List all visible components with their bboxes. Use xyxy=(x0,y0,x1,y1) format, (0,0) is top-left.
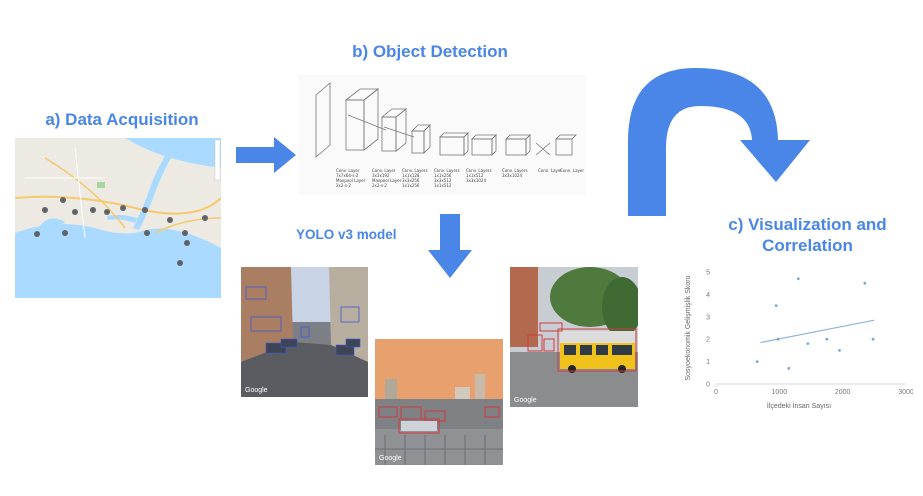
svg-text:Conv. Layers: Conv. Layers xyxy=(402,168,428,173)
x-axis-label: İlçedeki İnsan Sayısı xyxy=(767,401,831,410)
data-point xyxy=(806,342,810,346)
svg-text:Conn. Layer: Conn. Layer xyxy=(538,168,562,173)
svg-text:3x3x192: 3x3x192 xyxy=(372,173,390,178)
x-tick-label: 2000 xyxy=(835,389,851,396)
data-point xyxy=(863,281,867,285)
street-photo-3-graphic xyxy=(510,267,638,407)
step-c-title-line1: c) Visualization and xyxy=(728,215,887,234)
data-point xyxy=(825,337,829,341)
y-tick-label: 3 xyxy=(706,314,710,321)
x-tick-label: 0 xyxy=(714,389,718,396)
yolo-model-label: YOLO v3 model xyxy=(296,227,397,242)
google-watermark: Google xyxy=(514,397,537,404)
svg-text:Conv. Layer: Conv. Layer xyxy=(372,168,396,173)
y-tick-label: 1 xyxy=(706,359,710,366)
svg-text:1x1x256: 1x1x256 xyxy=(434,173,452,178)
svg-text:3x3x256: 3x3x256 xyxy=(402,178,420,183)
street-photo-1: Google xyxy=(241,267,368,397)
google-watermark: Google xyxy=(245,387,268,394)
svg-text:Conn. Layer: Conn. Layer xyxy=(560,168,584,173)
down-arrow-icon xyxy=(428,214,472,278)
svg-text:Conv. Layers: Conv. Layers xyxy=(502,168,528,173)
svg-text:7x7x64-s-2: 7x7x64-s-2 xyxy=(336,173,359,178)
google-watermark: Google xyxy=(379,455,402,462)
street-photo-3: Google xyxy=(510,267,638,407)
svg-text:3x3x1024: 3x3x1024 xyxy=(466,178,486,183)
data-point xyxy=(796,277,800,281)
y-tick-label: 4 xyxy=(706,292,710,299)
y-tick-label: 0 xyxy=(706,382,710,389)
svg-text:2x2-s-2: 2x2-s-2 xyxy=(336,183,351,188)
right-arrow-icon xyxy=(236,137,296,173)
svg-text:Conv. Layers: Conv. Layers xyxy=(466,168,492,173)
step-b-title: b) Object Detection xyxy=(352,42,508,61)
map-graphic xyxy=(15,138,221,298)
scatter-chart: Sosyoekonomik Gelişmişlik Skoru İlçedeki… xyxy=(678,262,914,424)
curved-arrow-icon xyxy=(628,68,810,216)
step-a-title: a) Data Acquisition xyxy=(45,110,199,129)
data-point xyxy=(871,337,875,341)
y-tick-label: 2 xyxy=(706,337,710,344)
y-axis-label: Sosyoekonomik Gelişmişlik Skoru xyxy=(685,275,692,380)
data-point xyxy=(755,360,759,363)
data-point xyxy=(776,337,780,341)
y-tick-label: 5 xyxy=(706,270,710,277)
x-tick-label: 1000 xyxy=(772,389,788,396)
svg-text:Maxpool Layer: Maxpool Layer xyxy=(372,178,402,183)
svg-text:1x1x256: 1x1x256 xyxy=(402,183,420,188)
istanbul-map xyxy=(15,138,221,298)
street-photo-2: Google xyxy=(375,339,503,465)
svg-text:1x1x128: 1x1x128 xyxy=(402,173,420,178)
svg-text:Conv. Layer: Conv. Layer xyxy=(336,168,360,173)
svg-text:Conv. Layers: Conv. Layers xyxy=(434,168,460,173)
data-point xyxy=(774,304,778,307)
svg-text:Maxpool Layer: Maxpool Layer xyxy=(336,178,366,183)
data-point xyxy=(787,366,791,370)
scatter-chart-svg: Sosyoekonomik Gelişmişlik Skoru İlçedeki… xyxy=(685,270,914,411)
street-photo-2-graphic xyxy=(375,339,503,465)
svg-text:1x1x512: 1x1x512 xyxy=(466,173,484,178)
data-point xyxy=(838,349,841,352)
svg-text:3x3x512: 3x3x512 xyxy=(434,178,452,183)
step-c-title-line2: Correlation xyxy=(762,236,853,255)
svg-text:3x3x1024: 3x3x1024 xyxy=(502,173,522,178)
street-photo-1-graphic xyxy=(241,267,368,397)
svg-text:1x1x512: 1x1x512 xyxy=(434,183,452,188)
x-tick-label: 3000 xyxy=(898,389,913,396)
svg-text:2x2-s-2: 2x2-s-2 xyxy=(372,183,387,188)
